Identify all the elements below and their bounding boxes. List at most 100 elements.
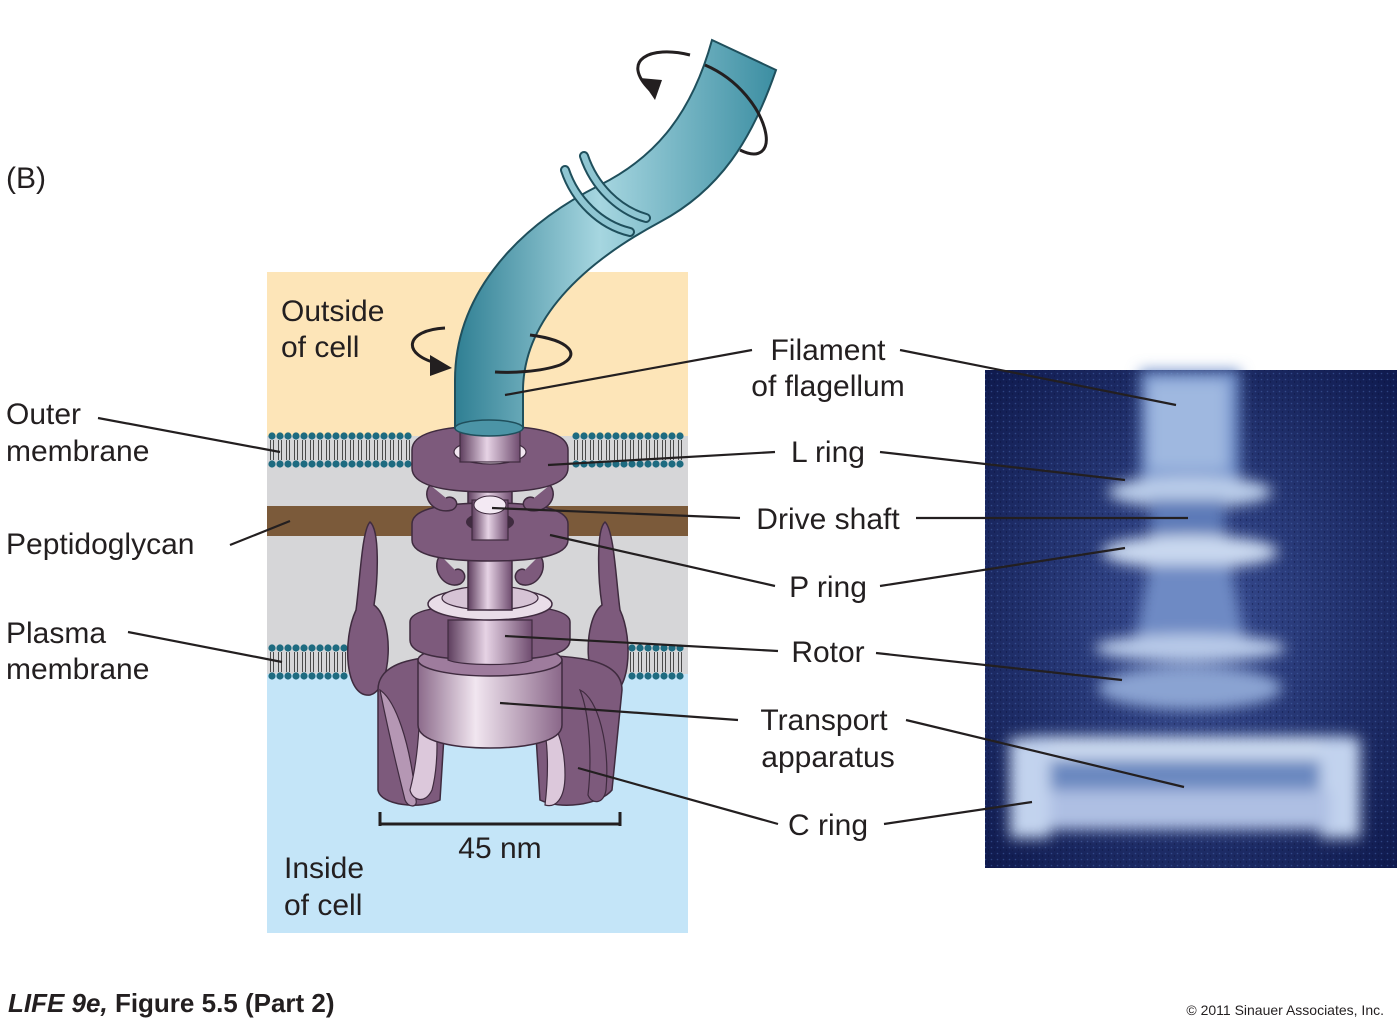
lipid-head (628, 432, 636, 440)
lipid-head (308, 460, 316, 468)
lipid-head (324, 672, 332, 680)
lipid-head (316, 460, 324, 468)
lipid-head (636, 672, 644, 680)
lipid-head (660, 644, 668, 652)
lipid-head (332, 672, 340, 680)
lipid-head (620, 460, 628, 468)
flagellum-filament (454, 38, 778, 429)
lipid-head (324, 644, 332, 652)
leader-filament-diagram (504, 348, 753, 397)
plasma-membrane-label-line1: Plasma (6, 617, 106, 650)
lipid-head (300, 432, 308, 440)
rotor-label: Rotor (791, 636, 864, 669)
transport-label-line1: Transport (760, 704, 888, 737)
lipid-head (628, 644, 636, 652)
lipid-head (644, 460, 652, 468)
lipid-head (396, 460, 404, 468)
lipid-head (340, 644, 348, 652)
electron-micrograph (985, 370, 1397, 868)
lipid-head (292, 672, 300, 680)
leader-p-ring-diagram (549, 533, 776, 588)
rotation-arrow-top (636, 50, 768, 156)
leader-peptidoglycan (229, 519, 291, 547)
lipid-head (340, 432, 348, 440)
scale-bar (378, 812, 622, 826)
lipid-head (596, 432, 604, 440)
filament-label-line1: Filament (770, 334, 886, 367)
lipid-head (660, 460, 668, 468)
lipid-head (268, 672, 276, 680)
lipid-head (668, 460, 676, 468)
lipid-head (324, 432, 332, 440)
outside-cell-label-line2: of cell (281, 331, 359, 364)
lipid-head (268, 432, 276, 440)
plasma-membrane-bilayer (268, 644, 684, 680)
lipid-head (276, 644, 284, 652)
lipid-head (276, 432, 284, 440)
hook-lower-right (514, 554, 544, 586)
lipid-head (332, 460, 340, 468)
rotor-shaft (447, 619, 533, 666)
lipid-head (308, 644, 316, 652)
leader-l-ring-em (879, 450, 1126, 482)
leader-drive-shaft-diagram (491, 506, 741, 520)
leader-plasma-membrane (127, 630, 283, 664)
leader-transport-diagram (499, 701, 739, 722)
lipid-head (268, 460, 276, 468)
hook-lower-left (436, 554, 466, 586)
lipid-head (644, 432, 652, 440)
lipid-head (676, 460, 684, 468)
hook-upper-left (426, 484, 458, 512)
lipid-head (380, 432, 388, 440)
lipid-head (348, 460, 356, 468)
lipid-head (292, 644, 300, 652)
plasma-membrane-label-line2: membrane (6, 653, 149, 686)
lipid-head (652, 460, 660, 468)
inside-cell-label-line2: of cell (284, 889, 362, 922)
lipid-head (292, 460, 300, 468)
lipid-head (300, 672, 308, 680)
lipid-head (388, 460, 396, 468)
lipid-head (652, 672, 660, 680)
leader-outer-membrane (97, 416, 281, 454)
lipid-head (308, 432, 316, 440)
leader-transport-em (905, 718, 1185, 789)
lipid-head (644, 672, 652, 680)
lipid-head (356, 432, 364, 440)
lipid-head (380, 460, 388, 468)
lipid-head (284, 460, 292, 468)
lipid-head (364, 460, 372, 468)
lipid-head (268, 644, 276, 652)
peptidoglycan-label: Peptidoglycan (6, 528, 194, 561)
lipid-head (332, 432, 340, 440)
lipid-head (652, 432, 660, 440)
lipid-head (620, 432, 628, 440)
lipid-head (372, 432, 380, 440)
lipid-head (588, 432, 596, 440)
leader-c-ring-diagram (577, 766, 779, 826)
lipid-head (316, 644, 324, 652)
lipid-head (636, 432, 644, 440)
outer-membrane-bilayer (268, 432, 684, 468)
lipid-head (660, 432, 668, 440)
lipid-head (628, 672, 636, 680)
filament-label-line2: of flagellum (751, 370, 904, 403)
lipid-head (324, 460, 332, 468)
book-title: LIFE 9e, (8, 988, 108, 1018)
stator-left (346, 520, 389, 696)
leader-filament-em (899, 348, 1177, 407)
lipid-head (292, 432, 300, 440)
lipid-head (300, 644, 308, 652)
leader-rotor-em (875, 651, 1123, 682)
leader-c-ring-em (883, 800, 1033, 826)
transport-label-line2: apparatus (761, 741, 894, 774)
scale-bar-label: 45 nm (458, 832, 541, 865)
rotation-arrow-bottom (410, 326, 573, 376)
lipid-head (300, 460, 308, 468)
inside-cell-label-line1: Inside (284, 852, 364, 885)
lipid-head (652, 644, 660, 652)
lipid-head (396, 432, 404, 440)
c-ring-left-fin (379, 688, 417, 807)
lipid-head (604, 432, 612, 440)
